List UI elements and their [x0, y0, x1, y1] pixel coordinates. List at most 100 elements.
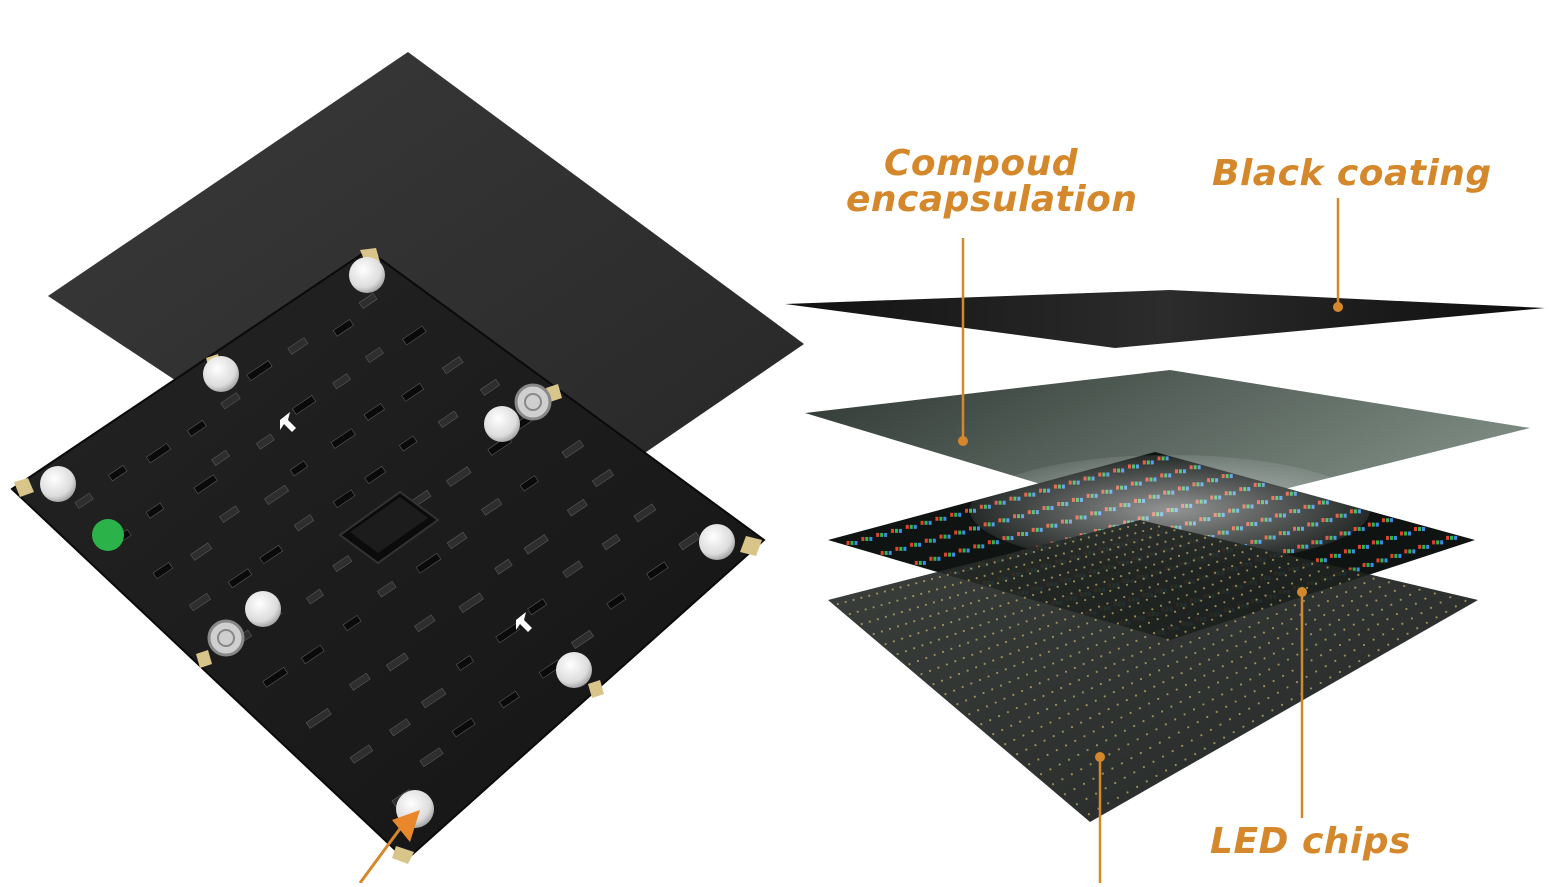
base-dot [1134, 580, 1137, 583]
led-chip [1366, 562, 1370, 567]
pcb-chip [377, 580, 397, 598]
base-dot [909, 634, 912, 637]
base-dot [999, 570, 1002, 573]
base-dot [1291, 642, 1294, 646]
base-dot [1195, 539, 1198, 542]
base-dot [1205, 575, 1208, 578]
base-dot [996, 644, 999, 647]
base-dot [1036, 712, 1040, 715]
base-dot [1164, 723, 1167, 726]
base-dot [1262, 631, 1266, 634]
base-dot [1061, 778, 1064, 781]
led-chip [1413, 527, 1417, 532]
base-dot [1196, 578, 1200, 581]
base-dot [880, 630, 883, 633]
base-dot [1154, 595, 1157, 598]
base-dot [1075, 568, 1078, 572]
base-dot [1278, 566, 1281, 569]
base-dot [1101, 725, 1105, 728]
base-dot [988, 647, 991, 650]
base-dot [1053, 598, 1056, 601]
base-dot [1078, 589, 1081, 592]
base-dot [1222, 568, 1225, 571]
base-dot [1086, 622, 1089, 625]
base-dot [1424, 597, 1427, 600]
led-chip [920, 520, 924, 525]
base-dot [1080, 768, 1083, 771]
base-dot [1155, 728, 1158, 731]
led-chip [1362, 562, 1366, 567]
base-dot [1239, 683, 1243, 686]
base-dot [921, 644, 924, 647]
base-dot [892, 613, 895, 616]
base-dot [916, 606, 919, 609]
base-dot [1017, 623, 1020, 626]
base-dot [1032, 550, 1036, 554]
led-chip [909, 524, 913, 529]
base-dot [852, 598, 855, 601]
pcb-chip [186, 419, 207, 437]
pcb-chip [494, 558, 513, 575]
base-dot [1109, 589, 1112, 592]
base-dot [1157, 533, 1160, 537]
base-dot [928, 669, 932, 672]
base-dot [1047, 624, 1050, 628]
led-chip [1348, 567, 1352, 572]
base-dot [1345, 591, 1348, 594]
base-dot [1252, 577, 1255, 580]
base-dot [1137, 602, 1140, 605]
base-dot [1029, 686, 1033, 689]
base-dot [987, 621, 990, 624]
base-dot [1190, 570, 1193, 573]
led-chip [929, 556, 933, 561]
base-dot [1184, 562, 1187, 565]
base-dot [1072, 615, 1075, 618]
base-dot [940, 679, 944, 682]
base-dot [1117, 647, 1120, 650]
led-chip [1380, 558, 1384, 563]
base-dot [1329, 676, 1332, 679]
base-dot [949, 676, 952, 679]
base-dot [1072, 695, 1076, 698]
base-dot [1140, 589, 1143, 592]
led-chip [1347, 549, 1351, 554]
base-dot [1144, 690, 1147, 693]
base-dot [943, 586, 947, 589]
base-dot [1315, 670, 1318, 673]
led-chip [939, 516, 943, 521]
base-dot [1215, 710, 1218, 713]
pcb-chip [188, 592, 212, 612]
base-dot [1008, 680, 1011, 684]
led-chip [1333, 553, 1337, 558]
base-dot [1232, 731, 1235, 734]
base-dot [1065, 643, 1068, 646]
base-dot [975, 666, 978, 669]
base-dot [1257, 621, 1260, 624]
base-dot [1102, 541, 1105, 544]
base-dot [928, 590, 931, 593]
base-dot [1004, 743, 1007, 746]
base-dot [1348, 578, 1351, 581]
base-dot [1028, 606, 1032, 609]
led-chip [954, 512, 958, 517]
base-board-dots [836, 521, 1467, 816]
base-dot [1171, 547, 1174, 550]
base-dot [1234, 620, 1237, 623]
base-dot [1334, 659, 1337, 662]
pcb-chip [332, 319, 354, 337]
led-chip [890, 528, 894, 533]
base-dot [956, 703, 959, 706]
base-dot [1015, 599, 1018, 602]
base-dot [1068, 682, 1072, 686]
base-dot [1209, 728, 1213, 731]
led-chip [1357, 527, 1361, 532]
base-dot [1080, 611, 1084, 615]
base-dot [888, 627, 892, 631]
led-chip [899, 546, 903, 551]
base-dot [1258, 646, 1261, 649]
base-dot [1188, 532, 1191, 536]
base-dot [1221, 665, 1224, 668]
base-dot [1069, 654, 1072, 658]
base-dot [1030, 657, 1033, 660]
base-dot [1406, 632, 1409, 635]
